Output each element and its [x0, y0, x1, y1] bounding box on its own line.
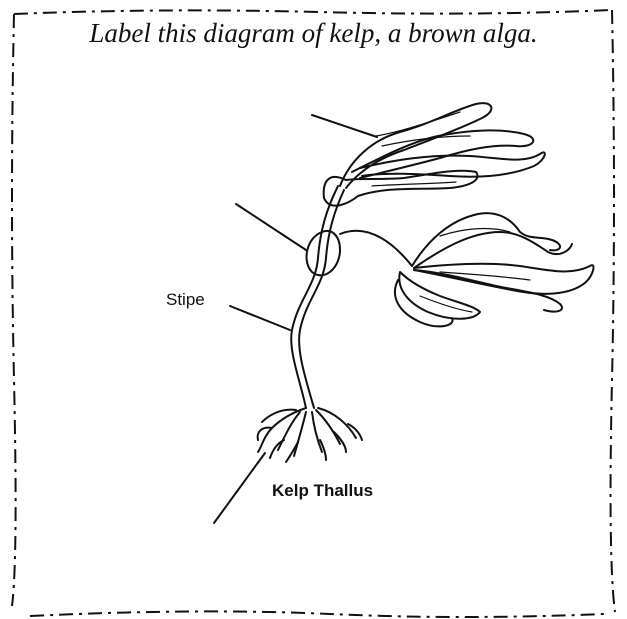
stipe-label: Stipe	[166, 290, 205, 310]
blade-pointer-line	[312, 115, 377, 137]
holdfast-pointer-line	[214, 453, 265, 523]
diagram-caption: Kelp Thallus	[272, 481, 373, 501]
stipe-path	[291, 186, 338, 408]
stipe-pointer-line	[230, 306, 290, 330]
float-pointer-line	[236, 204, 306, 250]
